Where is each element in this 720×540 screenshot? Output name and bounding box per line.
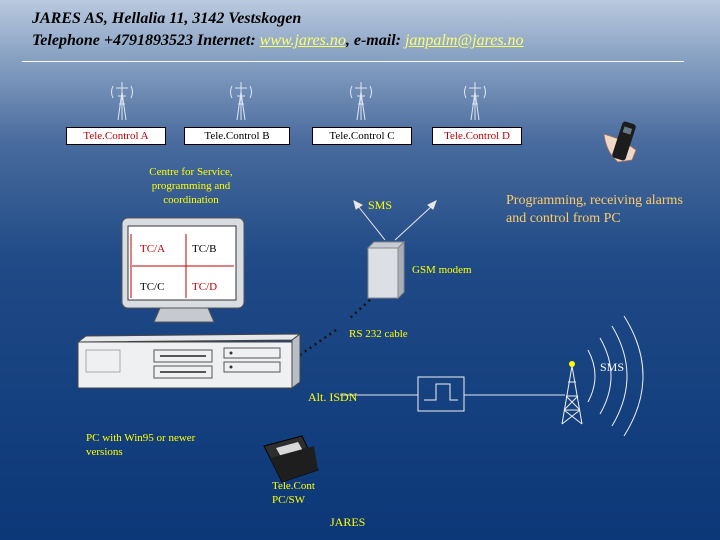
header-divider: [22, 61, 684, 62]
gsm-modem-label: GSM modem: [412, 264, 472, 276]
email-link[interactable]: janpalm@jares.no: [404, 32, 524, 49]
software-label-line1: Tele.Cont: [272, 480, 315, 492]
monitor-tile-c[interactable]: TC/C: [140, 281, 165, 293]
company-address: JARES AS, Hellalia 11, 3142 Vestskogen: [32, 10, 302, 27]
floppy-disk-icon: [263, 435, 319, 483]
monitor-tile-b[interactable]: TC/B: [192, 243, 217, 255]
email-prefix: , e-mail:: [345, 32, 405, 49]
station-box-c[interactable]: Tele.Control C: [312, 127, 412, 145]
sms-label-top: SMS: [368, 198, 393, 212]
antenna-icon: [111, 82, 133, 121]
antenna-icon: [350, 82, 372, 121]
website-link[interactable]: www.jares.no: [259, 32, 346, 49]
antenna-icon: [230, 82, 252, 121]
pc-unit-icon: [76, 333, 302, 389]
monitor-tile-a[interactable]: TC/A: [140, 243, 166, 255]
pc-label: PC with Win95 or newer versions: [86, 432, 196, 458]
radio-tower-icon: [561, 315, 644, 437]
programming-note: Programming, receiving alarms and contro…: [506, 193, 683, 226]
antenna-icon: [464, 82, 486, 121]
rs232-label: RS 232 cable: [349, 328, 408, 340]
centre-label: Centre for Service, programming and coor…: [149, 166, 233, 206]
mobile-phone-icon: [603, 121, 637, 163]
software-label-line2: PC/SW: [272, 494, 306, 506]
sms-label-right: SMS: [600, 360, 625, 374]
contact-line: Telephone +4791893523 Internet: www.jare…: [32, 32, 524, 50]
monitor-tile-d[interactable]: TC/D: [192, 281, 218, 293]
isdn-signal-line: [340, 376, 565, 412]
alt-isdn-label: Alt. ISDN: [308, 390, 358, 404]
sms-arrows: [353, 199, 437, 241]
monitor-icon: [121, 217, 245, 323]
station-box-b[interactable]: Tele.Control B: [184, 127, 290, 145]
station-box-d[interactable]: Tele.Control D: [432, 127, 522, 145]
gsm-modem-icon: [366, 240, 406, 300]
telephone-text: Telephone +4791893523 Internet:: [32, 32, 260, 49]
brand-label: JARES: [330, 515, 366, 529]
station-box-a[interactable]: Tele.Control A: [66, 127, 166, 145]
